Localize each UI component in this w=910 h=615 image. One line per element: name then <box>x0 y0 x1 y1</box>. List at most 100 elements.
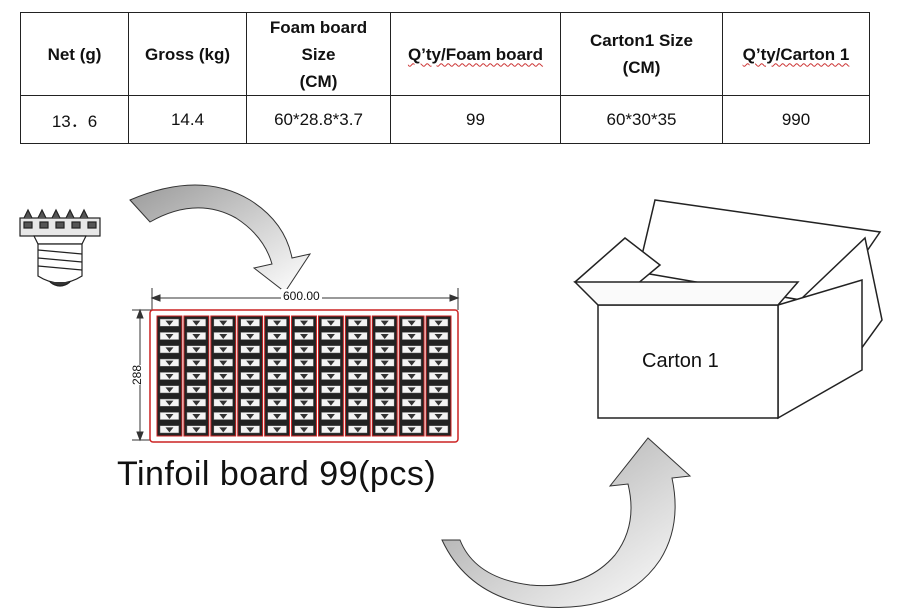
lamp-slot-mark <box>380 387 389 393</box>
lamp-slot-mark <box>326 347 335 353</box>
lamp-slot-mark <box>407 320 416 326</box>
lamp-slot-mark <box>434 387 443 393</box>
arrow-lamp-to-board <box>129 184 312 293</box>
lamp-slot-mark <box>300 387 308 393</box>
lamp-slot-mark <box>380 334 389 339</box>
lamp-slot-mark <box>434 334 443 339</box>
lamp-slot-mark <box>434 427 443 433</box>
lamp-slot-mark <box>434 320 443 326</box>
lamp-slot-mark <box>165 360 174 366</box>
lamp-slot-mark <box>192 347 201 353</box>
lamp-slot-mark <box>300 347 308 353</box>
lamp-slot-mark <box>353 334 362 339</box>
lamp-slot-mark <box>353 427 362 433</box>
cell-qty-carton: 990 <box>722 95 870 144</box>
lamp-slot-mark <box>434 374 443 379</box>
cell-qty-foam: 99 <box>390 95 561 144</box>
lamp-slot-mark <box>353 347 362 353</box>
lamp-slot-mark <box>246 334 255 339</box>
cell-carton-size: 60*30*35 <box>560 95 723 144</box>
lamp-slot-mark <box>246 400 255 406</box>
lamp-slot-mark <box>273 400 282 406</box>
lamp-slot-mark <box>326 387 335 393</box>
lamp-slot-mark <box>434 347 443 353</box>
lamp-slot-mark <box>246 347 255 353</box>
arrow-up-to-carton <box>441 437 692 608</box>
lamp-slot-mark <box>380 414 389 419</box>
lamp-slot-mark <box>380 320 389 326</box>
lamp-slot-mark <box>326 320 335 326</box>
lamp-slot-mark <box>165 320 174 326</box>
lamp-slot-mark <box>273 320 282 326</box>
lamp-slot-mark <box>192 414 201 419</box>
lamp-slot-mark <box>192 400 201 406</box>
lamp-slot-mark <box>300 400 308 406</box>
header-carton-size: Carton1 Size (CM) <box>560 12 723 96</box>
lamp-slot-mark <box>219 374 228 379</box>
lamp-slot-mark <box>353 374 362 379</box>
lamp-slot-mark <box>165 374 174 379</box>
lamp-slot-mark <box>353 387 362 393</box>
lamp-slot-mark <box>273 414 282 419</box>
lamp-slot-mark <box>273 360 282 366</box>
header-qty-carton: Q’ty/Carton 1 <box>722 12 870 96</box>
lamp-slot-mark <box>434 360 443 366</box>
lamp-slot-mark <box>219 360 228 366</box>
header-carton-line1: Carton1 Size <box>590 31 693 50</box>
lamp-slot-mark <box>219 347 228 353</box>
header-net: Net (g) <box>20 12 129 96</box>
board-grid <box>156 315 452 437</box>
lamp-slot-mark <box>165 347 174 353</box>
lamp-slot-mark <box>165 427 174 433</box>
header-gross: Gross (kg) <box>128 12 247 96</box>
lamp-slot-mark <box>407 400 416 406</box>
dimension-height-label: 288 <box>130 364 145 386</box>
lamp-slot-mark <box>353 320 362 326</box>
lamp-slot-mark <box>192 374 201 379</box>
lamp-slot-mark <box>300 320 308 326</box>
lamp-slot-mark <box>353 414 362 419</box>
lamp-slot-mark <box>219 320 228 326</box>
lamp-slot-mark <box>273 427 282 433</box>
lamp-slot-mark <box>219 427 228 433</box>
lamp-slot-mark <box>300 374 308 379</box>
lamp-slot-mark <box>353 360 362 366</box>
lamp-slot-mark <box>380 374 389 379</box>
lamp-slot-mark <box>165 414 174 419</box>
lamp-slot-mark <box>380 360 389 366</box>
lamp-slot-mark <box>192 427 201 433</box>
lamp-slot-mark <box>273 374 282 379</box>
lamp-slot-mark <box>246 374 255 379</box>
lamp-slot-mark <box>300 334 308 339</box>
lamp-slot-mark <box>219 387 228 393</box>
lamp-slot-mark <box>219 400 228 406</box>
header-foam-line3: (CM) <box>299 71 338 91</box>
lamp-slot-mark <box>407 334 416 339</box>
lamp-icon <box>19 208 101 287</box>
lamp-slot-mark <box>434 414 443 419</box>
lamp-slot-mark <box>380 347 389 353</box>
lamp-slot-mark <box>353 400 362 406</box>
lamp-slot-mark <box>165 387 174 393</box>
lamp-slot-mark <box>380 427 389 433</box>
lamp-slot-mark <box>380 400 389 406</box>
lamp-slot-mark <box>326 414 335 419</box>
lamp-slot-mark <box>219 334 228 339</box>
lamp-slot-mark <box>273 347 282 353</box>
lamp-slot-mark <box>246 360 255 366</box>
lamp-slot-mark <box>246 427 255 433</box>
lamp-slot-mark <box>165 400 174 406</box>
lamp-slot-mark <box>434 400 443 406</box>
lamp-slot-mark <box>300 360 308 366</box>
header-carton-line2: (CM) <box>622 58 661 77</box>
lamp-slot-mark <box>326 374 335 379</box>
lamp-slot-mark <box>246 320 255 326</box>
lamp-slot-mark <box>407 347 416 353</box>
lamp-slot-mark <box>165 334 174 339</box>
header-foam-line2: Size <box>301 44 336 64</box>
lamp-slot-mark <box>192 334 201 339</box>
lamp-slot-mark <box>407 414 416 419</box>
cell-net: 13．6 <box>20 95 129 144</box>
lamp-slot-mark <box>192 320 201 326</box>
